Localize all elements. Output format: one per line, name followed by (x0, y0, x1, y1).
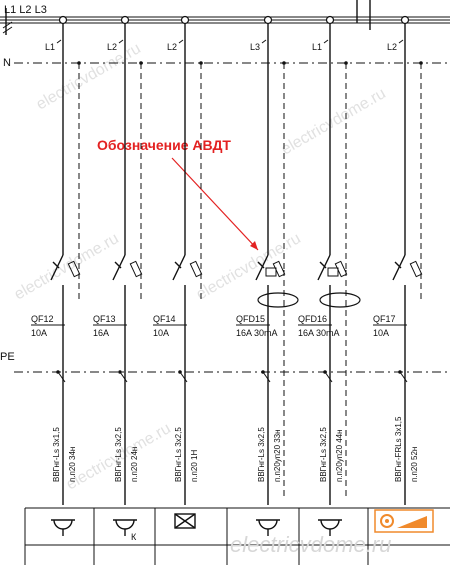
cable-label: ВВГнг-Ls 3х2,5 (257, 427, 266, 482)
lamp-icon (51, 519, 75, 536)
bus-terminal (263, 15, 273, 25)
rating-label: 16A (93, 328, 109, 338)
device-label: QF14 (153, 314, 176, 324)
device-label: QF17 (373, 314, 396, 324)
watermark-left: electricvdome.ru (12, 230, 122, 303)
socket-icon (256, 519, 280, 536)
cable-label: ВВГнг-Ls 3х1,5 (52, 427, 61, 482)
socket-icon (318, 519, 342, 536)
cable-label: ВВГнг-FRLs 3х1,5 (394, 416, 403, 482)
bus-terminal (58, 15, 68, 25)
line-label: п.п20уп20 44н (335, 429, 344, 482)
rcbo-callout-text: Обозначение АВДТ (97, 137, 231, 153)
rating-label: 10A (31, 328, 47, 338)
bus-terminal (180, 15, 190, 25)
cable-label: ВВГнг-Ls 3х2,5 (319, 427, 328, 482)
pe-bus: PE (0, 351, 450, 373)
line-label: п.п20 1Н (190, 450, 199, 482)
neutral-bus-label: N (3, 57, 11, 69)
rcd-toroid (257, 292, 299, 308)
cable-label: ВВГнг-Ls 3х2,5 (174, 427, 183, 482)
device-label: QF13 (93, 314, 116, 324)
bus-terminal (400, 15, 410, 25)
line-label: п.п20 34н (68, 447, 77, 482)
rating-label: 16A 30mA (298, 328, 340, 338)
bus-terminal (325, 15, 335, 25)
lamp-k-icon: К (113, 519, 137, 542)
bus-terminal (120, 15, 130, 25)
phase-bus: L1 L2 L3 (0, 0, 450, 35)
phase-label: L1 (45, 42, 55, 52)
crossed-box-icon (174, 513, 196, 529)
rcbo-callout: Обозначение АВДТ (97, 137, 259, 251)
phase-label: L2 (107, 42, 117, 52)
logo-icon (374, 509, 434, 533)
phase-label: L3 (250, 42, 260, 52)
phase-bus-label: L1 L2 L3 (4, 4, 47, 16)
phase-label: L2 (387, 42, 397, 52)
rating-label: 10A (153, 328, 169, 338)
line-label: п.п20 52н (410, 447, 419, 482)
load-table (24, 507, 450, 565)
phase-label: L2 (167, 42, 177, 52)
rating-label: 16A 30mA (236, 328, 278, 338)
watermark-mid: electricvdome.ru (194, 230, 304, 303)
device-label: QFD15 (236, 314, 265, 324)
watermark-bottom: electricvdome.ru (230, 532, 391, 557)
watermarks: electricvdome.ru electricvdome.ru electr… (12, 40, 389, 493)
phase-label: L1 (312, 42, 322, 52)
watermark-right: electricvdome.ru (279, 85, 389, 158)
rating-label: 10A (373, 328, 389, 338)
line-label: п.п20уп20 33н (273, 429, 282, 482)
device-label: QFD16 (298, 314, 327, 324)
cable-label: ВВГнг-Ls 3х2,5 (114, 427, 123, 482)
rcd-toroid (319, 292, 361, 308)
device-label: QF12 (31, 314, 54, 324)
line-label: п.п20 24н (130, 447, 139, 482)
neutral-bus: N (3, 57, 450, 69)
pe-bus-label: PE (0, 351, 15, 363)
svg-text:К: К (131, 532, 137, 542)
